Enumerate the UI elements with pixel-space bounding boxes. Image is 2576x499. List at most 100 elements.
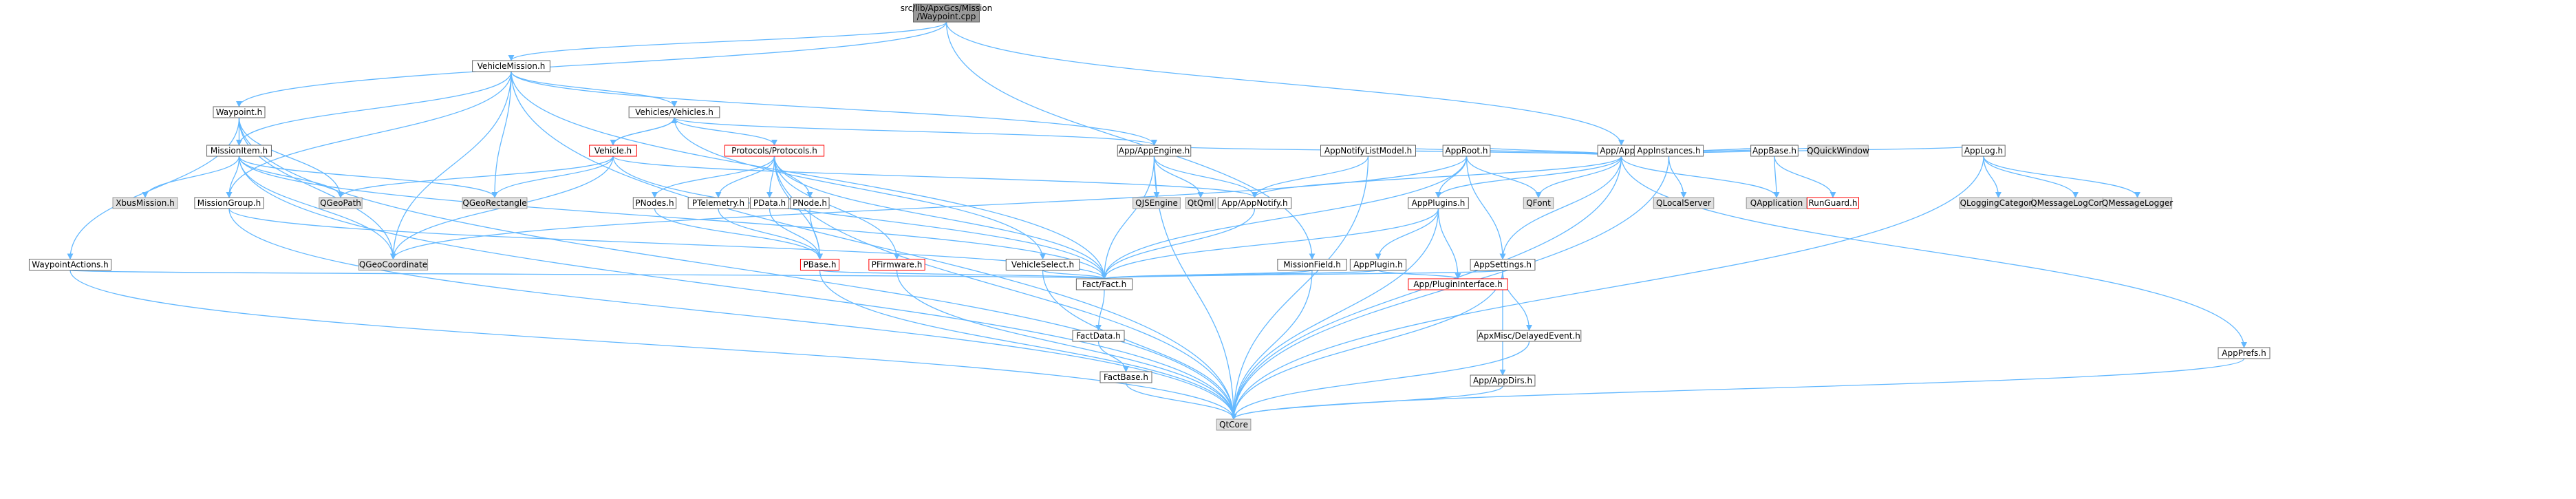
node-box-protocols: [724, 145, 825, 157]
node-appnotifylistmodel[interactable]: AppNotifyListModel.h: [1320, 145, 1416, 157]
node-label-pnode: PNode.h: [793, 198, 827, 208]
node-qtqml: QtQml: [1185, 197, 1216, 209]
node-root[interactable]: src/lib/ApxGcs/Mission/Waypoint.cpp: [901, 3, 992, 23]
edge-vehiclemission-to-missionitem: [236, 71, 512, 146]
node-missionitem[interactable]: MissionItem.h: [206, 145, 272, 157]
node-label-vehicleselect: VehicleSelect.h: [1011, 260, 1074, 270]
node-box-appbase: [1750, 145, 1799, 157]
node-box-appengine: [1117, 145, 1192, 157]
edge-pdata-to-pbase: [769, 208, 824, 260]
node-label-missiongroup: MissionGroup.h: [197, 198, 261, 208]
node-fact[interactable]: Fact/Fact.h: [1075, 278, 1133, 290]
node-box-vehiclesh: [628, 106, 720, 118]
edge-root-to-appapp: [945, 21, 1624, 146]
node-factdata[interactable]: FactData.h: [1072, 330, 1125, 342]
edge-protocols-to-ptelemetry: [715, 156, 775, 198]
edge-approot-to-qgeocoordinate: [390, 156, 1468, 260]
node-pfirmware[interactable]: PFirmware.h: [868, 259, 925, 270]
node-vehicleh[interactable]: Vehicle.h: [589, 145, 637, 157]
edge-protocols-to-pnodes: [651, 156, 775, 198]
node-qgeopath: QGeoPath: [319, 197, 363, 209]
edge-appplugins-to-fact: [1101, 208, 1439, 279]
node-box-appsettings: [1470, 259, 1536, 270]
node-label-appinstances: AppInstances.h: [1637, 146, 1700, 156]
node-appapp[interactable]: App/App.h: [1597, 145, 1646, 157]
edge-pfirmware-to-qtcore: [896, 270, 1237, 420]
edge-vehiclemission-to-appengine: [511, 71, 1157, 146]
node-pbase[interactable]: PBase.h: [799, 259, 840, 270]
node-label-qmessagelogger: QMessageLogger: [2102, 198, 2173, 208]
node-box-xbusmission: [112, 197, 178, 209]
node-label-delayedevent: ApxMisc/DelayedEvent.h: [1478, 331, 1580, 341]
node-label-waypointactions: WaypointActions.h: [32, 260, 108, 270]
node-waypointactions[interactable]: WaypointActions.h: [28, 259, 112, 270]
node-box-waypointactions: [28, 259, 112, 270]
edge-appprefs-to-qtcore: [1230, 358, 2245, 420]
edge-appsettings-to-fact: [1102, 269, 1503, 279]
edge-vehicleh-to-qgeorectangle: [491, 156, 614, 198]
node-apppluginiface[interactable]: App/PluginInterface.h: [1408, 278, 1508, 290]
node-appplugin[interactable]: AppPlugin.h: [1349, 259, 1407, 270]
node-appsettings[interactable]: AppSettings.h: [1470, 259, 1536, 270]
node-appdirs[interactable]: App/AppDirs.h: [1470, 374, 1536, 387]
edge-vehiclesh-to-protocols: [674, 117, 777, 146]
node-label-qgeorectangle: QGeoRectangle: [462, 198, 526, 208]
node-label-appprefs: AppPrefs.h: [2222, 348, 2266, 358]
node-approot[interactable]: AppRoot.h: [1442, 145, 1491, 157]
node-box-missionfield: [1277, 259, 1347, 270]
node-appprefs[interactable]: AppPrefs.h: [2218, 347, 2271, 359]
node-qtcore: QtCore: [1216, 418, 1252, 431]
node-label-root-1: /Waypoint.cpp: [917, 12, 976, 21]
node-box-appnotify: [1217, 197, 1292, 209]
edge-vehiclemission-to-vehiclesh: [511, 71, 678, 107]
edge-appbase-to-runguard: [1774, 156, 1836, 198]
edge-missionitem-to-qgeocoordinate: [238, 156, 397, 260]
edge-appapp-to-qfont: [1535, 156, 1622, 198]
node-label-qquickwindow: QQuickWindow: [1807, 146, 1869, 156]
edge-appplugins-to-appplugin: [1375, 208, 1439, 260]
edge-vehiclemission-to-missiongroup: [226, 71, 512, 198]
node-pnode[interactable]: PNode.h: [790, 197, 830, 209]
node-label-missionfield: MissionField.h: [1283, 260, 1341, 270]
node-applog[interactable]: AppLog.h: [1962, 145, 2006, 157]
node-appinstances[interactable]: AppInstances.h: [1633, 145, 1704, 157]
node-protocols[interactable]: Protocols/Protocols.h: [724, 145, 825, 157]
node-label-appbase: AppBase.h: [1752, 146, 1796, 156]
edge-appplugins-to-qtcore: [1230, 208, 1439, 420]
node-box-factdata: [1072, 330, 1125, 342]
node-ptelemetry[interactable]: PTelemetry.h: [687, 197, 749, 209]
node-label-xbusmission: XbusMission.h: [116, 198, 175, 208]
edge-waypointactions-to-fact: [69, 269, 1106, 279]
node-box-qlocalserver: [1653, 197, 1715, 209]
node-label-fact: Fact/Fact.h: [1082, 279, 1126, 289]
node-qloggingcategory: QLoggingCategory: [1959, 197, 2038, 209]
node-appnotify[interactable]: App/AppNotify.h: [1217, 197, 1292, 209]
node-label-root-0: src/lib/ApxGcs/Mission: [901, 3, 992, 13]
edge-missionitem-to-missiongroup: [226, 156, 240, 198]
node-box-appplugin: [1349, 259, 1407, 270]
node-factbase[interactable]: FactBase.h: [1099, 371, 1152, 383]
node-vehicleselect[interactable]: VehicleSelect.h: [1005, 259, 1080, 270]
node-pdata[interactable]: PData.h: [749, 197, 790, 209]
edge-missionitem-to-xbusmission: [142, 156, 240, 198]
node-runguard[interactable]: RunGuard.h: [1807, 197, 1859, 209]
node-delayedevent[interactable]: ApxMisc/DelayedEvent.h: [1477, 330, 1582, 342]
node-waypoint[interactable]: Waypoint.h: [213, 106, 266, 118]
edge-appapp-to-appplugins: [1435, 156, 1622, 198]
node-label-approot: AppRoot.h: [1445, 146, 1488, 156]
edge-appengine-to-qtqml: [1153, 156, 1204, 198]
node-appplugins[interactable]: AppPlugins.h: [1408, 197, 1469, 209]
node-missionfield[interactable]: MissionField.h: [1277, 259, 1347, 270]
node-label-pdata: PData.h: [753, 198, 786, 208]
node-pnodes[interactable]: PNodes.h: [632, 197, 677, 209]
edge-pbase-to-qtcore: [819, 270, 1237, 420]
node-label-vehiclesh: Vehicles/Vehicles.h: [635, 107, 713, 117]
node-label-pbase: PBase.h: [804, 260, 837, 270]
node-appbase[interactable]: AppBase.h: [1750, 145, 1799, 157]
node-xbusmission: XbusMission.h: [112, 197, 178, 209]
node-label-vehicleh: Vehicle.h: [594, 146, 632, 156]
node-vehiclemission[interactable]: VehicleMission.h: [472, 60, 550, 72]
node-appengine[interactable]: App/AppEngine.h: [1117, 145, 1192, 157]
node-missiongroup[interactable]: MissionGroup.h: [194, 197, 264, 209]
node-vehiclesh[interactable]: Vehicles/Vehicles.h: [628, 106, 720, 118]
